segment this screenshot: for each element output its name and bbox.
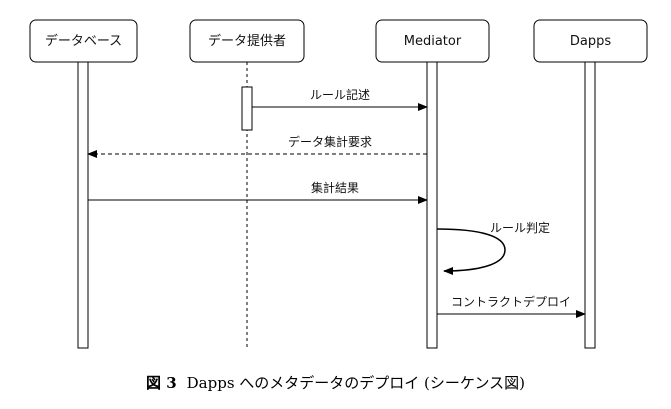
figure-caption: 図 3 Dapps へのメタデータのデプロイ (シーケンス図) — [0, 372, 671, 393]
message-deploy-contract-label: コントラクトデプロイ — [451, 294, 571, 309]
message-agg-request-label: データ集計要求 — [288, 134, 372, 149]
message-agg-result: 集計結果 — [88, 180, 428, 204]
message-rule-write: ルール記述 — [252, 87, 428, 111]
figure-caption-number: 図 3 — [145, 374, 177, 392]
participant-mediator: Mediator — [375, 19, 490, 63]
participant-db-label: データベース — [45, 33, 122, 49]
figure-caption-text: Dapps へのメタデータのデプロイ (シーケンス図) — [186, 374, 526, 392]
activation-db — [77, 61, 89, 349]
activation-provider — [241, 86, 253, 131]
message-agg-result-label: 集計結果 — [311, 180, 359, 195]
message-rule-judge-label: ルール判定 — [490, 220, 550, 235]
participant-dapps: Dapps — [533, 19, 648, 63]
participant-provider-label: データ提供者 — [208, 33, 286, 49]
message-deploy-contract: コントラクトデプロイ — [437, 294, 586, 318]
activation-dapps — [584, 61, 596, 349]
activation-mediator — [426, 61, 438, 349]
message-agg-request: データ集計要求 — [87, 134, 427, 158]
participant-provider: データ提供者 — [189, 19, 305, 63]
participant-dapps-label: Dapps — [570, 34, 611, 49]
message-rule-write-label: ルール記述 — [310, 87, 370, 102]
sequence-diagram: データベース データ提供者 Mediator Dapps ルール記述 データ集計… — [29, 19, 648, 350]
participant-mediator-label: Mediator — [404, 34, 462, 49]
participant-db: データベース — [29, 19, 138, 63]
message-rule-judge: ルール判定 — [436, 220, 550, 275]
